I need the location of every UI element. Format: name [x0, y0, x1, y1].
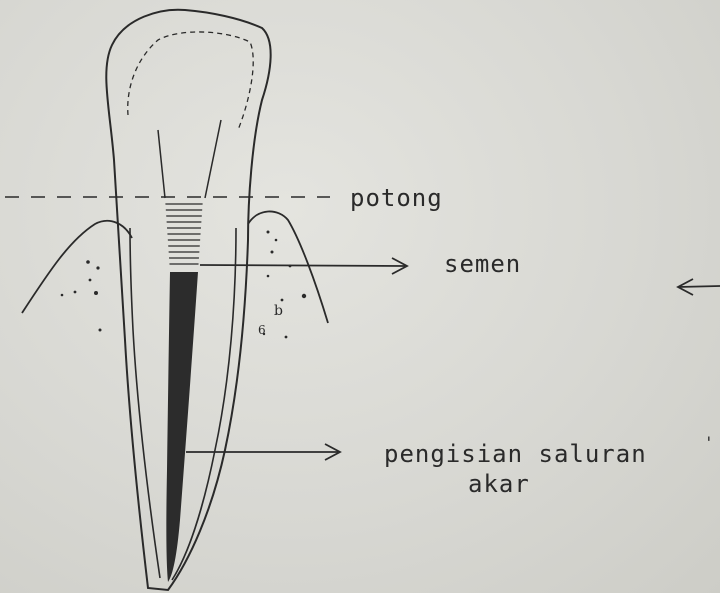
label-akar: akar	[468, 470, 530, 498]
label-potong: potong	[350, 184, 443, 212]
label-tick-mark: '	[704, 433, 714, 452]
label-pengisian-saluran: pengisian saluran	[384, 440, 647, 468]
bone-right	[248, 211, 328, 323]
bone-left	[22, 221, 132, 313]
canal-left	[158, 130, 165, 198]
canal-right	[205, 120, 221, 198]
arrow-pengisian	[186, 444, 340, 460]
arrow-semen	[200, 258, 407, 274]
pulp-chamber	[128, 32, 253, 130]
arrow-right-edge	[678, 279, 720, 295]
label-semen: semen	[444, 250, 521, 278]
bone-scribble-6: 6	[258, 323, 266, 337]
bone-scribble-b: b	[274, 303, 283, 319]
cement-layer	[160, 198, 210, 272]
